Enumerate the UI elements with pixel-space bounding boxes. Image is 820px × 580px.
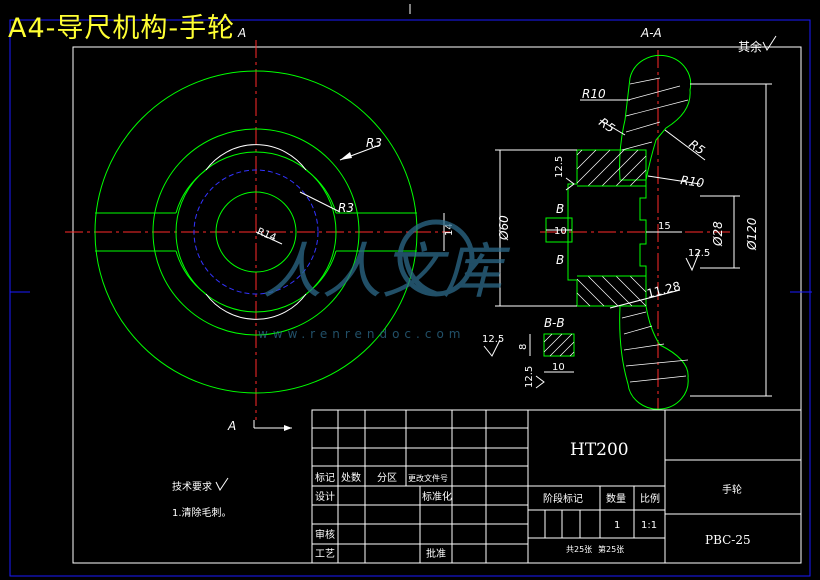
tb-di: 第25张 bbox=[598, 544, 624, 554]
tb-shuliang-val: 1 bbox=[614, 520, 620, 531]
view-a-label-bottom: A bbox=[227, 419, 236, 433]
tb-material: HT200 bbox=[570, 440, 629, 460]
tb-gengai: 更改文件号 bbox=[408, 473, 448, 483]
section-aa: A-A 其余 bbox=[495, 26, 777, 410]
dim-d28: Ø28 bbox=[711, 221, 725, 247]
section-aa-label: A-A bbox=[640, 26, 662, 40]
tech-heading: 技术要求 bbox=[172, 480, 212, 493]
hub-bore-circle bbox=[215, 191, 297, 273]
hub-outer-circle bbox=[175, 151, 337, 313]
bb-rect bbox=[543, 333, 575, 357]
tb-shuliang: 数量 bbox=[606, 492, 626, 505]
tb-biaoji: 标记 bbox=[315, 472, 335, 484]
tb-bili-val: 1:1 bbox=[641, 520, 657, 531]
drawing-frame bbox=[9, 19, 811, 577]
hub-section-body bbox=[567, 149, 647, 307]
dim-r3-top: R3 bbox=[366, 136, 382, 150]
dim-bb-8: 8 bbox=[518, 344, 529, 350]
dim-r3-mid: R3 bbox=[338, 201, 354, 215]
dim-r10-mid: R10 bbox=[680, 173, 706, 190]
roughness-symbol-tech bbox=[215, 477, 229, 491]
dim-r5-left: R5 bbox=[596, 115, 617, 136]
roughness-symbol-top bbox=[762, 35, 777, 52]
dim-r10-top: R10 bbox=[582, 87, 606, 101]
section-bb-label: B-B bbox=[544, 316, 565, 330]
page-title: A4-导尺机构-手轮 bbox=[8, 13, 236, 44]
tb-bili: 比例 bbox=[640, 492, 660, 505]
section-bb: B-B 8 10 12.5 12.5 bbox=[482, 316, 575, 389]
rough-125-d: 12.5 bbox=[524, 366, 535, 388]
dim-15: 15 bbox=[658, 221, 671, 232]
dim-d60: Ø60 bbox=[497, 215, 511, 241]
inner-rim-circle bbox=[152, 128, 360, 336]
watermark-url: www.renrendoc.com bbox=[258, 327, 465, 341]
tb-part-no: PBC-25 bbox=[705, 533, 751, 547]
tb-sheji: 设计 bbox=[315, 490, 335, 503]
dim-1128: 11.28 bbox=[645, 279, 682, 301]
watermark: 人人文库 www.renrendoc.com bbox=[258, 219, 511, 341]
tb-part-name: 手轮 bbox=[722, 483, 742, 496]
tb-shenhe: 审核 bbox=[315, 528, 335, 541]
rim-section-top bbox=[619, 54, 692, 181]
dim-14: 14 bbox=[444, 223, 455, 236]
watermark-cn: 人人文库 bbox=[262, 237, 511, 307]
dim-bb-10: 10 bbox=[552, 362, 565, 373]
outer-rim-circle bbox=[94, 70, 418, 394]
rim-section-bottom bbox=[619, 305, 689, 410]
section-b-upper: B bbox=[556, 202, 564, 216]
tb-pizhun: 批准 bbox=[426, 547, 446, 560]
title-block bbox=[311, 409, 802, 564]
dim-d120: Ø120 bbox=[745, 217, 759, 251]
tb-biaozhunhua: 标准化 bbox=[422, 490, 452, 503]
tb-jieduan: 阶段标记 bbox=[543, 492, 583, 505]
hidden-circle bbox=[193, 169, 319, 295]
hatching bbox=[576, 77, 689, 383]
section-b-lower: B bbox=[556, 253, 564, 267]
tech-item-1: 1.清除毛刺。 bbox=[172, 506, 232, 519]
qiyu-label: 其余 bbox=[738, 39, 762, 54]
spokes bbox=[95, 144, 417, 320]
rough-125-c: 12.5 bbox=[482, 334, 504, 345]
rough-125-a: 12.5 bbox=[554, 156, 565, 178]
dim-r5-right: R5 bbox=[686, 137, 707, 158]
tb-fenqu: 分区 bbox=[377, 472, 397, 484]
view-a-label-top: A bbox=[238, 26, 247, 40]
front-view: R3 R3 R14 14 A bbox=[65, 40, 455, 433]
tb-gong: 共25张 bbox=[566, 545, 592, 554]
tb-gongyi: 工艺 bbox=[315, 548, 335, 560]
tb-chushu: 处数 bbox=[341, 471, 361, 484]
dim-10-keyway: 10 bbox=[554, 226, 567, 237]
